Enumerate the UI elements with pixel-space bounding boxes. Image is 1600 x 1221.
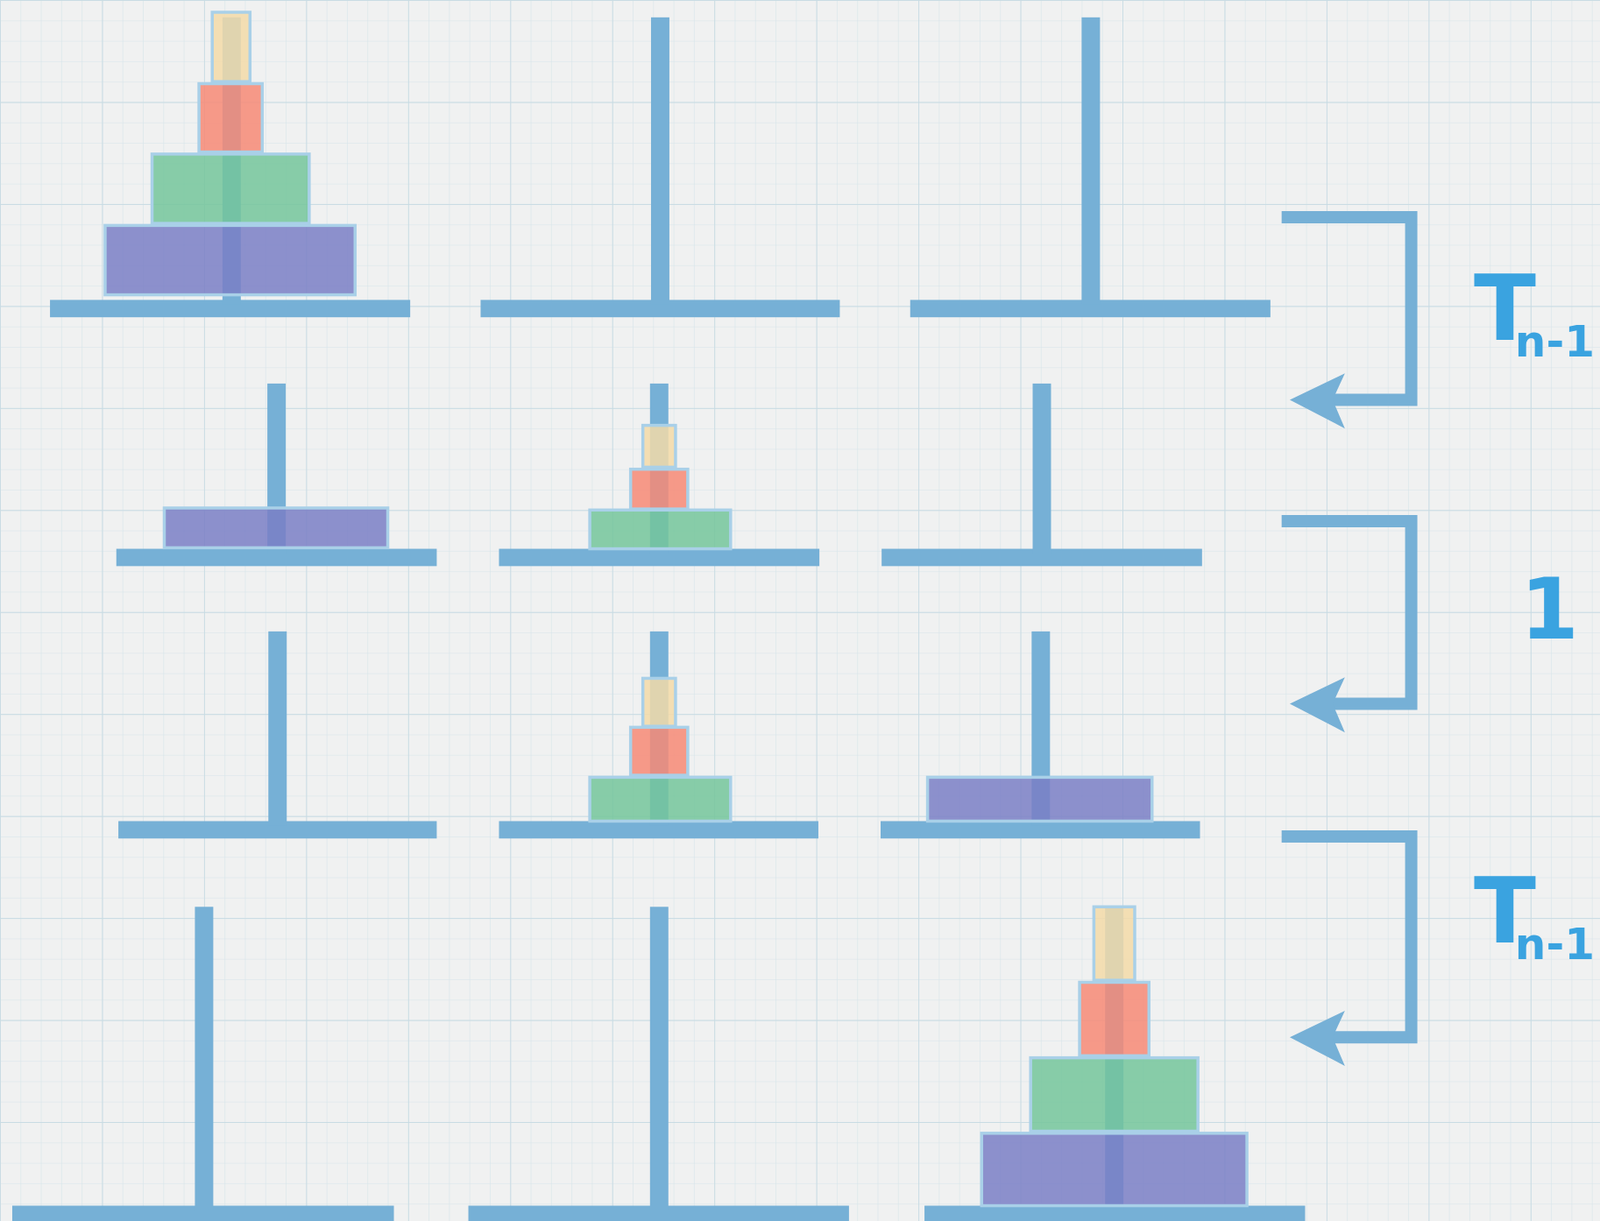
bracket: [1281, 521, 1412, 704]
arrowhead: [1289, 373, 1346, 429]
disk: [212, 12, 250, 82]
step-label: n-1: [1515, 922, 1595, 967]
bracket: [1281, 836, 1412, 1038]
bracket: [1281, 217, 1412, 400]
disk: [589, 509, 731, 549]
disk: [927, 777, 1153, 822]
arrowhead: [1289, 1011, 1346, 1067]
peg: [1033, 383, 1052, 553]
disk: [643, 425, 676, 468]
disk: [1030, 1058, 1198, 1133]
disk: [1093, 906, 1135, 981]
peg: [650, 906, 669, 1211]
step-brackets: [1281, 217, 1412, 1038]
peg: [194, 906, 213, 1211]
disk: [981, 1133, 1247, 1207]
disk: [630, 727, 688, 776]
disk: [163, 508, 388, 548]
disk: [198, 84, 262, 153]
bracket-arrowheads: [1289, 373, 1346, 1067]
disk: [589, 777, 731, 822]
step-label: 1: [1520, 567, 1579, 652]
arrowhead: [1289, 677, 1346, 733]
peg: [1081, 17, 1100, 305]
peg: [651, 17, 670, 305]
step-label: n-1: [1515, 319, 1595, 364]
tower-scene: [12, 12, 1305, 1221]
peg: [268, 631, 287, 826]
disk: [152, 154, 310, 224]
disk: [105, 225, 355, 295]
disk: [630, 469, 688, 510]
disk: [1079, 982, 1149, 1056]
disk: [643, 678, 676, 727]
